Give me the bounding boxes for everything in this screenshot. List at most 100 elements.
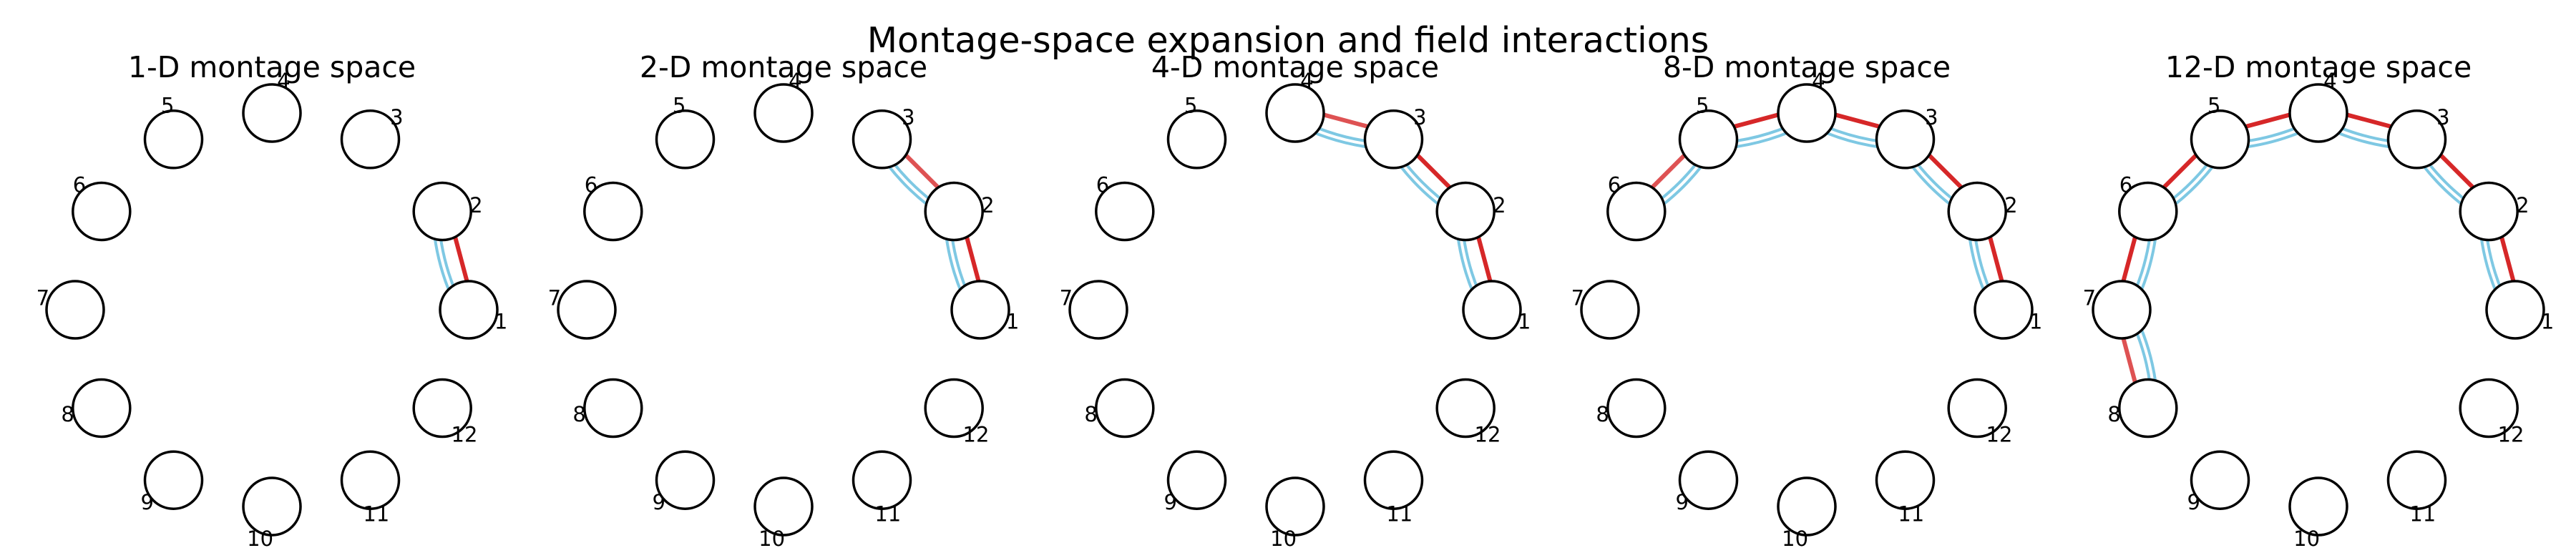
node-8 xyxy=(583,378,643,439)
node-label-7: 7 xyxy=(548,286,561,310)
node-label-9: 9 xyxy=(140,490,153,514)
node-5 xyxy=(143,109,204,170)
node-12 xyxy=(412,378,472,439)
node-label-1: 1 xyxy=(1006,309,1019,333)
node-label-2: 2 xyxy=(1493,193,1506,217)
panel-title-12d: 12-D montage space xyxy=(2165,50,2472,84)
node-7 xyxy=(557,280,617,340)
node-label-9: 9 xyxy=(1163,490,1176,514)
node-3 xyxy=(1875,109,1936,170)
panel-title-8d: 8-D montage space xyxy=(1662,50,1951,84)
node-3 xyxy=(340,109,401,170)
node-2 xyxy=(924,181,984,242)
node-label-12: 12 xyxy=(1986,422,2013,446)
node-label-9: 9 xyxy=(1675,490,1688,514)
node-2 xyxy=(412,181,472,242)
node-4 xyxy=(2288,83,2348,143)
node-label-2: 2 xyxy=(469,193,482,217)
node-5 xyxy=(655,109,716,170)
node-9 xyxy=(1166,450,1227,510)
node-label-12: 12 xyxy=(1475,422,1501,446)
node-label-7: 7 xyxy=(1060,286,1073,310)
node-6 xyxy=(1606,181,1667,242)
node-label-9: 9 xyxy=(2187,490,2200,514)
node-8 xyxy=(1606,378,1667,439)
node-label-8: 8 xyxy=(572,402,585,426)
node-label-6: 6 xyxy=(73,173,86,197)
node-label-5: 5 xyxy=(1696,94,1709,118)
node-label-8: 8 xyxy=(2107,402,2120,426)
node-8 xyxy=(72,378,132,439)
node-label-1: 1 xyxy=(2029,309,2042,333)
panel-title-4d: 4-D montage space xyxy=(1151,50,1440,84)
node-2 xyxy=(2459,181,2519,242)
node-label-11: 11 xyxy=(2409,501,2436,526)
node-12 xyxy=(1947,378,2007,439)
node-label-11: 11 xyxy=(1386,501,1413,526)
node-4 xyxy=(242,83,302,143)
node-label-3: 3 xyxy=(390,105,403,129)
node-5 xyxy=(1166,109,1227,170)
node-10 xyxy=(242,476,302,537)
node-label-10: 10 xyxy=(247,527,273,551)
node-6 xyxy=(2118,181,2178,242)
node-label-11: 11 xyxy=(874,501,901,526)
node-label-4: 4 xyxy=(789,69,801,93)
node-12 xyxy=(2459,378,2519,439)
node-7 xyxy=(45,280,105,340)
node-label-12: 12 xyxy=(2498,422,2524,446)
node-label-5: 5 xyxy=(1184,94,1197,118)
node-5 xyxy=(2190,109,2250,170)
node-1 xyxy=(2485,280,2545,340)
node-11 xyxy=(2386,450,2447,510)
node-8 xyxy=(1095,378,1155,439)
node-label-11: 11 xyxy=(363,501,389,526)
node-label-2: 2 xyxy=(2004,193,2017,217)
node-label-3: 3 xyxy=(2436,105,2449,129)
node-label-6: 6 xyxy=(585,173,597,197)
node-label-2: 2 xyxy=(981,193,994,217)
node-6 xyxy=(583,181,643,242)
node-label-7: 7 xyxy=(2083,286,2096,310)
node-label-6: 6 xyxy=(1608,173,1621,197)
node-9 xyxy=(1678,450,1739,510)
node-label-4: 4 xyxy=(277,69,290,93)
node-label-12: 12 xyxy=(452,422,478,446)
node-11 xyxy=(852,450,912,510)
panel-title-1d: 1-D montage space xyxy=(127,50,416,84)
node-label-1: 1 xyxy=(494,309,507,333)
node-1 xyxy=(1462,280,1522,340)
node-label-2: 2 xyxy=(2516,193,2529,217)
node-2 xyxy=(1947,181,2007,242)
node-label-9: 9 xyxy=(652,490,665,514)
node-9 xyxy=(655,450,716,510)
node-label-10: 10 xyxy=(1270,527,1297,551)
node-label-6: 6 xyxy=(2119,173,2132,197)
node-3 xyxy=(1363,109,1424,170)
node-9 xyxy=(2190,450,2250,510)
node-3 xyxy=(2386,109,2447,170)
node-label-8: 8 xyxy=(1084,402,1097,426)
node-label-4: 4 xyxy=(1300,69,1313,93)
node-11 xyxy=(340,450,401,510)
node-4 xyxy=(1265,83,1325,143)
panel-title-2d: 2-D montage space xyxy=(639,50,928,84)
node-1 xyxy=(1974,280,2034,340)
node-label-12: 12 xyxy=(963,422,990,446)
node-8 xyxy=(2118,378,2178,439)
node-7 xyxy=(2092,280,2152,340)
node-10 xyxy=(2288,476,2348,537)
node-label-10: 10 xyxy=(2293,527,2320,551)
node-4 xyxy=(753,83,814,143)
node-label-11: 11 xyxy=(1898,501,1924,526)
node-label-3: 3 xyxy=(1925,105,1938,129)
node-label-1: 1 xyxy=(2541,309,2554,333)
figure-title: Montage-space expansion and field intera… xyxy=(867,20,1709,61)
node-5 xyxy=(1678,109,1739,170)
node-3 xyxy=(852,109,912,170)
